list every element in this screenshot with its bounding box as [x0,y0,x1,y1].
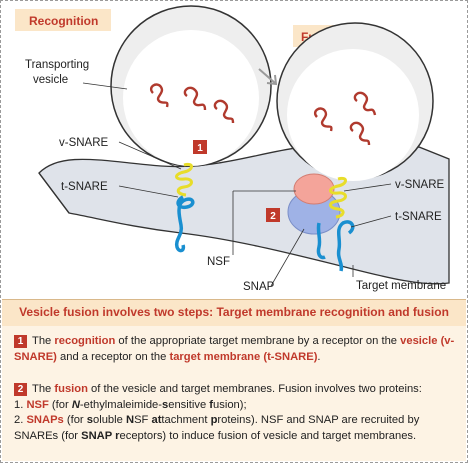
recognition-header: Recognition [29,14,98,28]
leader-vsnare-right [343,183,392,192]
leader-vsnare-left [118,141,182,170]
cargo-squiggle [353,91,377,116]
transporting-label-1: Transporting [25,59,89,71]
vesicle-fusion-diagram: Recognition Fusion 1 2 Transporting [15,5,450,293]
step2-badge-box [266,208,280,222]
t-snare-right [336,220,355,272]
step1-number: 1 [14,335,27,348]
cargo-squiggle [183,86,207,111]
leader-tsnare-left [118,185,179,198]
vesicle-lumen [123,30,259,166]
cargo-squiggle [313,107,333,132]
step1-badge-box [193,140,207,154]
snap-label: SNAP [243,281,275,293]
cargo-squiggle [213,99,235,124]
target-membrane-label: Target membrane [356,280,446,292]
nsf-protein [293,173,335,205]
t-snare-left [174,195,195,253]
t-snare-left-label: t-SNARE [61,181,108,193]
v-snare-right-label: v-SNARE [395,179,445,191]
fusing-vesicle-lumen [287,49,419,181]
recognition-header-box [15,9,111,31]
arrow-head-icon [266,74,278,86]
v-snare-left-label: v-SNARE [59,137,109,149]
caption-title: Vesicle fusion involves two steps: Targe… [19,305,449,319]
step1-badge: 1 [197,143,203,154]
t-snare-right-2 [316,222,326,260]
arrow-icon [258,68,276,84]
cargo-squiggle [349,121,371,146]
transporting-label-2: vesicle [33,74,68,86]
t-snare-right-label: t-SNARE [395,211,442,223]
nsf-label: NSF [207,256,230,268]
v-snare-left [175,162,193,197]
step2-number: 2 [14,383,27,396]
v-snare-right [329,176,347,219]
membrane-edge [38,172,70,214]
leader-snap [270,228,305,287]
leader-tsnare-right [350,215,392,228]
caption-title-bar: Vesicle fusion involves two steps: Targe… [2,299,466,327]
step2-badge: 2 [270,211,276,222]
cargo-squiggle [149,83,169,108]
leader-vesicle [82,82,128,90]
